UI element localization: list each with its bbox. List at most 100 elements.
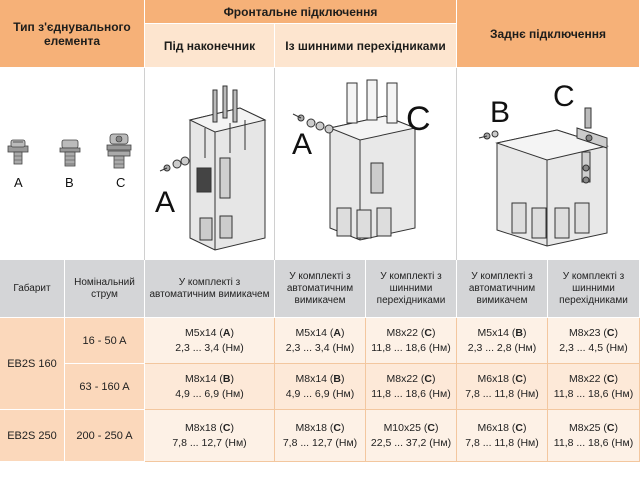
torque-spec: 11,8 ... 18,6 (Нм) — [371, 341, 451, 354]
fastener-code: B — [515, 326, 524, 339]
front-bus-label-a: A — [292, 128, 313, 161]
torque-spec: 4,9 ... 6,9 (Нм) — [285, 387, 355, 400]
fastener-label-b: B — [65, 175, 74, 190]
value-cell-r3-c5: M8x25 (C)11,8 ... 18,6 (Нм) — [548, 410, 640, 462]
torque-spec: 2,3 ... 4,5 (Нм) — [559, 341, 628, 354]
screw-size: M8x23 ( — [568, 326, 607, 339]
screw-spec: M8x18 (C) — [184, 421, 235, 434]
fastener-label-a: A — [14, 175, 23, 190]
fastener-code: C — [424, 372, 433, 385]
fastener-code: C — [515, 372, 524, 385]
screw-spec: M10x25 (C) — [383, 421, 439, 434]
connection-type-header: Тип з'єднувального елемента — [0, 0, 145, 68]
torque-spec: 7,8 ... 12,7 (Нм) — [172, 436, 247, 449]
fastener-code: C — [222, 421, 231, 434]
screw-size: M8x14 ( — [295, 372, 334, 385]
screw-size: M8x14 ( — [184, 372, 223, 385]
screw-size: M5x14 ( — [295, 326, 334, 339]
fastener-label-c: C — [116, 175, 126, 190]
fastener-code: C — [333, 421, 342, 434]
screw-spec: M8x25 (C) — [568, 421, 619, 434]
screw-size: M8x22 ( — [386, 326, 425, 339]
torque-spec: 4,9 ... 6,9 (Нм) — [175, 387, 244, 400]
fastener-a-icon — [7, 139, 29, 165]
screw-spec: M8x22 (C) — [386, 372, 436, 385]
fastener-code: C — [606, 326, 615, 339]
value-cell-r3-c3: M10x25 (C) 22,5 ... 37,2 (Нм) — [366, 410, 457, 462]
screw-size: M6x18 ( — [477, 372, 516, 385]
fastener-code: C — [515, 421, 524, 434]
col2-header: У комплекті з автоматичним вимикачем — [275, 260, 366, 318]
value-cell-r1-c1: M5x14 (A)2,3 ... 3,4 (Нм) — [145, 318, 275, 364]
col1-header: У комплекті з автоматичним вимикачем — [145, 260, 275, 318]
bus-adapters-header: Із шинними перехідниками — [275, 24, 457, 68]
screw-spec: M8x22 (C) — [386, 326, 436, 339]
value-cell-r3-c2: M8x18 (C) 7,8 ... 12,7 (Нм) — [275, 410, 366, 462]
screw-spec: M8x14 (B) — [184, 372, 235, 385]
fastener-code: B — [333, 372, 342, 385]
front-connection-header: Фронтальне підключення — [145, 0, 457, 24]
screw-spec: M8x22 (C) — [568, 372, 619, 385]
value-cell-r2-c3: M8x22 (C)11,8 ... 18,6 (Нм) — [366, 364, 457, 410]
screw-size: M8x18 ( — [295, 421, 334, 434]
value-cell-r1-c4: M5x14 (B) 2,3 ... 2,8 (Нм) — [457, 318, 548, 364]
value-cell-r2-c1: M8x14 (B) 4,9 ... 6,9 (Нм) — [145, 364, 275, 410]
under-lug-header: Під наконечник — [145, 24, 275, 68]
size-column-header: Габарит — [0, 260, 65, 318]
rear-label-b: B — [490, 96, 511, 129]
screw-size: M10x25 ( — [383, 421, 428, 434]
current-row-2: 63 - 160 A — [65, 364, 145, 410]
value-cell-r2-c5: M8x22 (C) 11,8 ... 18,6 (Нм) — [548, 364, 640, 410]
value-cell-r2-c2: M8x14 (B) 4,9 ... 6,9 (Нм) — [275, 364, 366, 410]
breaker-bus-adapters-icon — [292, 79, 417, 241]
torque-spec: 7,8 ... 11,8 (Нм) — [465, 387, 539, 400]
value-cell-r1-c2: M5x14 (A)2,3 ... 3,4 (Нм) — [275, 318, 366, 364]
front-lug-illustration — [145, 68, 275, 260]
fastener-b-icon — [59, 139, 81, 167]
fastener-code: A — [222, 326, 231, 339]
screw-spec: M8x14 (B) — [295, 372, 345, 385]
screw-size: M5x14 ( — [184, 326, 223, 339]
size-eb2s-160: EB2S 160 — [0, 318, 65, 410]
fastener-code: C — [606, 421, 615, 434]
front-lug-label-a: A — [155, 186, 176, 219]
col4-header: У комплекті з автоматичним вимикачем — [457, 260, 548, 318]
value-cell-r3-c1: M8x18 (C) 7,8 ... 12,7 (Нм) — [145, 410, 275, 462]
current-row-3: 200 - 250 A — [65, 410, 145, 462]
torque-spec: 2,3 ... 2,8 (Нм) — [467, 341, 537, 354]
front-bus-label-c: C — [406, 100, 431, 138]
screw-spec: M8x18 (C) — [295, 421, 345, 434]
col3-header: У комплекті з шинними перехідниками — [366, 260, 457, 318]
bottom-strip — [0, 462, 640, 480]
fastener-code: B — [222, 372, 231, 385]
torque-spec: 2,3 ... 3,4 (Нм) — [175, 341, 244, 354]
rear-label-c: C — [553, 80, 575, 113]
breaker-rear-connection-icon — [478, 107, 609, 247]
fastener-c-icon — [106, 133, 132, 169]
screw-size: M8x18 ( — [184, 421, 223, 434]
torque-spec: 11,8 ... 18,6 (Нм) — [553, 387, 634, 400]
fastener-code: C — [424, 326, 433, 339]
value-cell-r2-c4: M6x18 (C) 7,8 ... 11,8 (Нм) — [457, 364, 548, 410]
screw-size: M8x22 ( — [386, 372, 425, 385]
current-row-1: 16 - 50 A — [65, 318, 145, 364]
screw-spec: M5x14 (B) — [477, 326, 527, 339]
rated-current-column-header: Номінальний струм — [65, 260, 145, 318]
screw-size: M5x14 ( — [477, 326, 516, 339]
value-cell-r3-c4: M6x18 (C)7,8 ... 11,8 (Нм) — [457, 410, 548, 462]
torque-spec: 7,8 ... 12,7 (Нм) — [282, 436, 358, 449]
front-bus-illustration — [275, 68, 457, 260]
fastener-code: C — [606, 372, 615, 385]
screw-size: M6x18 ( — [477, 421, 516, 434]
rear-illustration — [457, 68, 640, 260]
screw-spec: M6x18 (C) — [477, 372, 527, 385]
fastener-code: C — [427, 421, 435, 434]
torque-spec: 22,5 ... 37,2 (Нм) — [370, 436, 452, 449]
breaker-front-lug-icon — [159, 85, 267, 251]
screw-spec: M8x23 (C) — [568, 326, 619, 339]
col5-header: У комплекті з шинними перехідниками — [548, 260, 640, 318]
torque-spec: 2,3 ... 3,4 (Нм) — [285, 341, 355, 354]
screw-spec: M6x18 (C) — [477, 421, 527, 434]
screw-size: M8x25 ( — [568, 421, 607, 434]
